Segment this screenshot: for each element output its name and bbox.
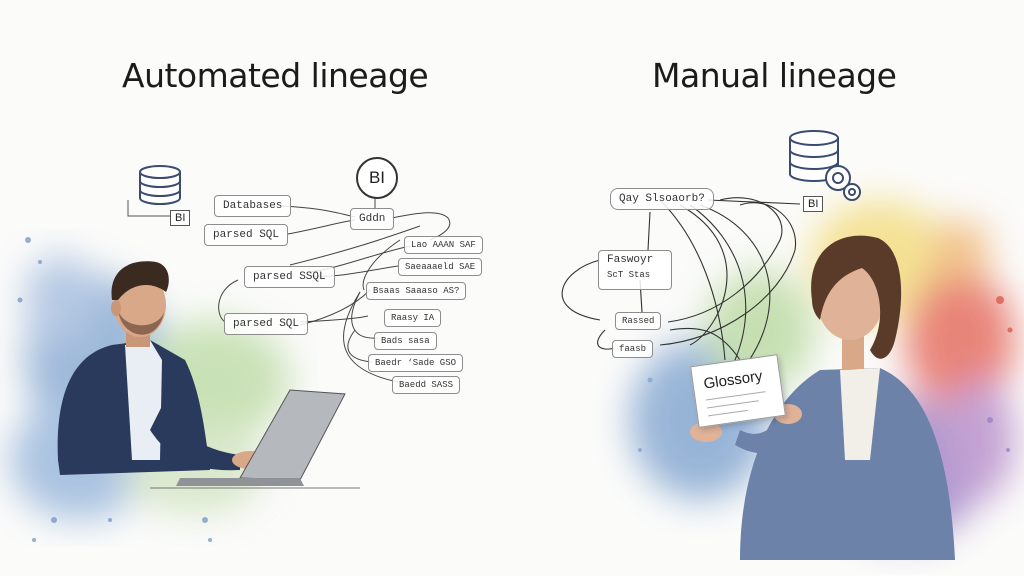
glossary-line-3 — [708, 409, 748, 417]
node-gddn: Gddn — [350, 208, 395, 230]
glossary-title: Glossory — [702, 367, 764, 393]
database-gear-icon — [789, 130, 861, 201]
node-manual-transform: Faswoyr ScT Stas — [598, 250, 672, 290]
title-manual-lineage: Manual lineage — [652, 56, 897, 95]
node-derived-6: Baedr ‘Sade GSO — [368, 354, 464, 372]
node-parsed-ssql: parsed SSQL — [244, 266, 335, 288]
database-icon — [127, 165, 181, 217]
laptop — [176, 389, 346, 486]
node-parsed-sql-1: parsed SQL — [204, 224, 289, 246]
bi-node: BI — [356, 157, 398, 199]
node-derived-2: Saeaaaeld SAE — [398, 258, 483, 276]
title-automated-lineage: Automated lineage — [122, 56, 429, 95]
glossary-line-1 — [705, 391, 766, 401]
manual-bi-label: BI — [803, 196, 824, 212]
db-bi-label: BI — [170, 210, 191, 226]
node-query-source: Qay Slsoaorb? — [610, 188, 714, 210]
node-databases: Databases — [214, 195, 292, 217]
lineage-arrows-right — [561, 197, 801, 363]
woman-figure — [690, 235, 955, 560]
node-manual-faasb: faasb — [612, 340, 654, 358]
node-manual-transform-line1: Faswoyr — [607, 254, 654, 266]
paint-splatter-left — [17, 237, 212, 542]
node-derived-3: Bsaas Saaaso AS? — [366, 282, 467, 300]
node-manual-rassed: Rassed — [615, 312, 662, 330]
glossary-card: Glossory — [690, 354, 786, 428]
glossary-line-2 — [706, 400, 759, 409]
node-derived-5: Bads sasa — [374, 332, 437, 350]
node-derived-1: Lao AAAN SAF — [404, 236, 483, 254]
node-manual-transform-line2: ScT Stas — [607, 270, 651, 280]
node-parsed-sql-2: parsed SQL — [224, 313, 309, 335]
node-derived-4: Raasy IA — [384, 309, 442, 327]
node-derived-7: Baedd SASS — [392, 376, 461, 394]
